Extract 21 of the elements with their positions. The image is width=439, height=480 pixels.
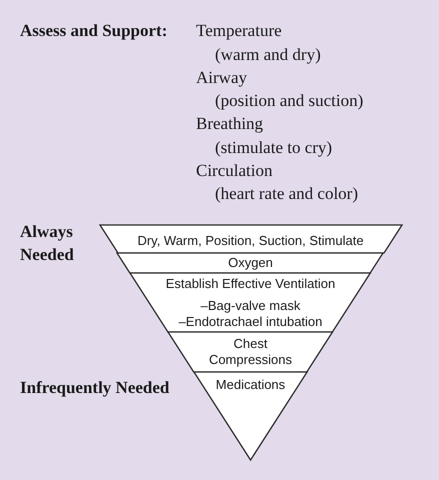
section-heading: Assess and Support: [20, 20, 168, 42]
list-item-detail: (position and suction) [215, 90, 364, 112]
band-text: Oxygen [228, 255, 273, 271]
pyramid-band [100, 225, 402, 253]
band-subitem: –Bag-valve mask [200, 298, 300, 314]
list-item-detail: (warm and dry) [215, 44, 321, 66]
side-label: Always Needed [20, 220, 74, 266]
band-subitem: –Endotrachael intubation [178, 314, 322, 330]
side-label: Infrequently Needed [20, 376, 170, 398]
pyramid-band [194, 372, 308, 460]
list-item: Temperature [196, 20, 282, 42]
list-item: Airway [196, 66, 247, 88]
list-item-detail: (stimulate to cry) [215, 136, 332, 158]
band-text: Establish Effective Ventilation [166, 276, 336, 292]
list-item: Circulation [196, 160, 272, 182]
pyramid-band [117, 253, 384, 273]
list-item-detail: (heart rate and color) [215, 182, 358, 204]
list-item: Breathing [196, 112, 264, 134]
band-text: Medications [216, 377, 286, 393]
band-text: Chest Compressions [208, 336, 294, 368]
band-text: Dry, Warm, Position, Suction, Stimulate [137, 233, 364, 249]
